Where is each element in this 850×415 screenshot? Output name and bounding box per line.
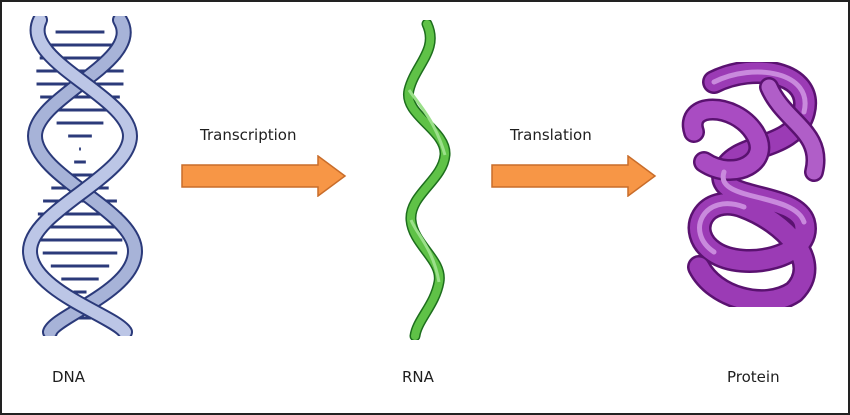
protein-coil-icon [681,62,826,307]
dna-helix-icon [21,16,144,336]
translation-label: Translation [510,126,592,144]
transcription-arrow-icon [181,155,347,197]
translation-arrow-icon [491,155,657,197]
rna-strand-icon [403,20,451,340]
protein-label: Protein [727,368,780,386]
dna-label: DNA [52,368,86,386]
transcription-label: Transcription [200,126,297,144]
rna-label: RNA [402,368,434,386]
